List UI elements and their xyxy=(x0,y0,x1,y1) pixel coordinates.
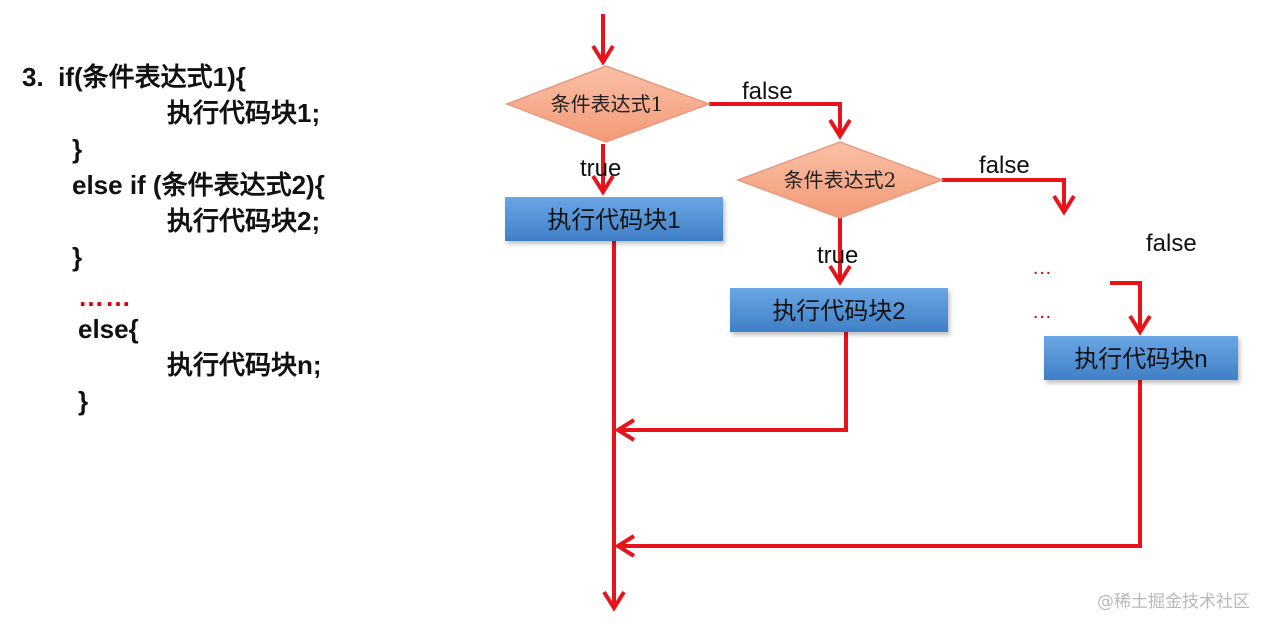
blockn-label: 执行代码块n xyxy=(1074,346,1207,373)
block1-node: 执行代码块1 xyxy=(505,197,723,241)
block2-label: 执行代码块2 xyxy=(772,298,905,325)
true2-arrowhead xyxy=(828,264,852,286)
blockn-node: 执行代码块n xyxy=(1044,336,1238,380)
code-line-close2: } xyxy=(72,242,83,272)
false2-label: false xyxy=(979,152,1030,179)
false2-arrowhead xyxy=(1052,194,1076,216)
block2-return-arrowhead xyxy=(614,418,636,442)
blockn-return-arrowhead xyxy=(614,534,636,558)
code-line-blockn: 执行代码块n; xyxy=(167,350,322,380)
code-line-block1: 执行代码块1; xyxy=(167,98,321,128)
code-line-if: 3. if(条件表达式1){ xyxy=(22,62,246,92)
condition2-label: 条件表达式2 xyxy=(784,168,897,192)
block1-label: 执行代码块1 xyxy=(547,207,680,234)
code-line-block2: 执行代码块2; xyxy=(167,206,321,236)
entry-arrowhead xyxy=(591,44,615,66)
false3-edge xyxy=(1110,281,1142,332)
true2-label: true xyxy=(817,242,858,269)
false1-edge xyxy=(709,102,842,136)
false3-arrowhead xyxy=(1128,314,1152,336)
ellipsis-lower: … xyxy=(1032,301,1054,323)
code-line-else-if: else if (条件表达式2){ xyxy=(72,170,325,200)
true1-label: true xyxy=(580,155,621,182)
ellipsis-upper: … xyxy=(1032,257,1054,279)
false1-label: false xyxy=(742,78,793,105)
code-line-ellipsis: …… xyxy=(78,282,132,312)
blockn-return-edge xyxy=(618,380,1142,548)
false1-arrowhead xyxy=(828,118,852,140)
block2-return-edge xyxy=(618,332,848,432)
code-line-close3: } xyxy=(78,386,89,416)
condition1-node: 条件表达式1 xyxy=(504,65,712,143)
block2-node: 执行代码块2 xyxy=(730,288,948,332)
exit-arrowhead xyxy=(602,590,626,612)
code-line-else: else{ xyxy=(78,314,139,344)
condition1-label: 条件表达式1 xyxy=(551,92,664,116)
condition2-node: 条件表达式2 xyxy=(735,141,945,219)
false3-label: false xyxy=(1146,230,1197,257)
code-line-close1: } xyxy=(72,134,83,164)
watermark: @稀土掘金技术社区 xyxy=(1097,592,1250,612)
true1-arrowhead xyxy=(591,174,615,196)
false2-edge xyxy=(942,178,1066,212)
